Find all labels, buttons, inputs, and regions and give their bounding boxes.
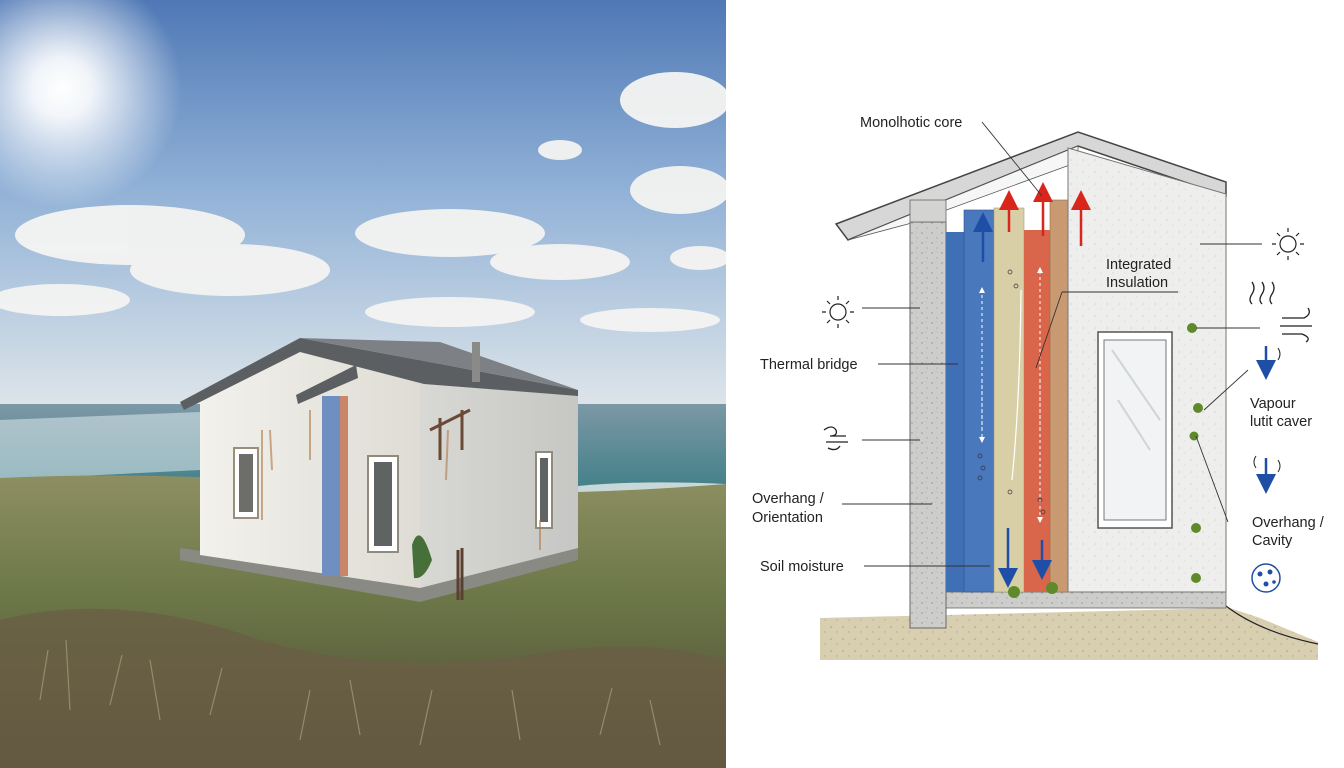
air-curve — [1011, 289, 1022, 481]
moisture-particles-icon — [1251, 563, 1281, 593]
layer-red — [1024, 230, 1050, 592]
house — [180, 338, 578, 602]
grass-strokes — [39, 639, 661, 746]
label-overhang-cavity-1: Overhang / — [1252, 515, 1325, 531]
ground-surface-line — [1225, 605, 1319, 645]
clouds — [0, 72, 726, 332]
label-vapour-2: lutit caver — [1250, 414, 1312, 430]
wall-section-diagram: Monolhotic core Integrated Insulation Th… — [726, 0, 1344, 768]
wall-top-cap — [909, 199, 947, 223]
moisture-bubbles — [977, 269, 1046, 515]
wind-icon — [1280, 307, 1312, 343]
vapour-flow-arrows — [973, 212, 1052, 588]
label-overhang-cavity-2: Cavity — [1252, 533, 1293, 549]
layer-blue-left — [946, 232, 964, 592]
foundation-slab — [909, 591, 1227, 609]
label-thermal-bridge: Thermal bridge — [760, 357, 858, 373]
moss-spots — [1008, 323, 1203, 598]
label-overhang-orientation-2: Orientation — [752, 510, 823, 526]
window — [1097, 331, 1173, 529]
foreground-brush — [0, 608, 726, 768]
sea-glare — [0, 412, 200, 480]
house-photo — [0, 0, 726, 768]
ground-soil — [820, 608, 1318, 660]
label-integrated-insulation-2: Insulation — [1106, 275, 1168, 291]
sun-icon — [822, 296, 854, 328]
label-monolithic-core: Monolhotic core — [860, 115, 962, 131]
layer-tan — [1049, 199, 1069, 593]
vapour-arrow-icon — [1253, 346, 1281, 494]
heat-flow-arrows — [999, 182, 1091, 246]
label-vapour-1: Vapour — [1250, 396, 1296, 412]
heat-waves-icon — [1249, 281, 1275, 305]
label-soil-moisture: Soil moisture — [760, 559, 844, 575]
leader-lines — [842, 121, 1262, 567]
label-overhang-orientation-1: Overhang / — [752, 491, 825, 507]
layer-blue-main — [963, 209, 995, 593]
label-integrated-insulation-1: Integrated — [1106, 257, 1171, 273]
internal-air-arrows — [979, 267, 1043, 523]
exterior-concrete-wall — [909, 221, 947, 629]
sun-icon — [1272, 228, 1304, 260]
wind-icon — [823, 426, 848, 451]
sun-glare — [0, 0, 182, 208]
